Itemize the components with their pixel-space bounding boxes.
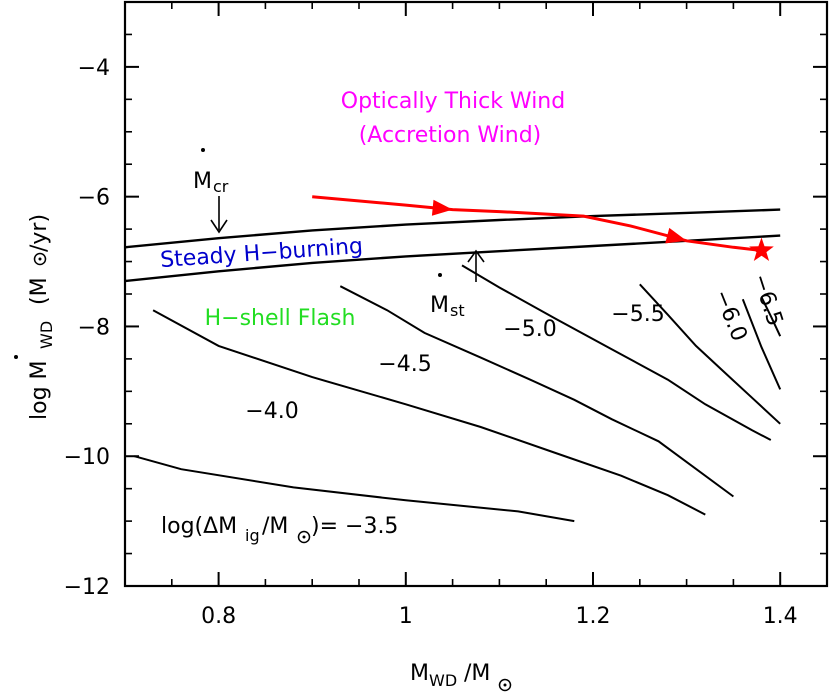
svg-text:WD: WD bbox=[37, 321, 56, 349]
mdot-cr-annotation: M cr bbox=[193, 148, 229, 234]
contour-line bbox=[152, 309, 706, 516]
contour-label-minus-4-0: −4.0 bbox=[245, 399, 298, 424]
svg-text:log(ΔM: log(ΔM bbox=[161, 514, 237, 539]
svg-text:M: M bbox=[410, 661, 429, 686]
x-tick-label: 1.4 bbox=[763, 604, 798, 629]
contour-label-minus-5-5: −5.5 bbox=[611, 302, 664, 327]
contour-label-minus-4-5: −4.5 bbox=[378, 352, 431, 377]
track-arrow bbox=[665, 227, 687, 244]
svg-text:cr: cr bbox=[213, 177, 229, 196]
legend-label: log(ΔM ig /M )= −3.5 bbox=[161, 514, 398, 545]
y-tick-label: −8 bbox=[78, 315, 110, 340]
shell-flash-label: H−shell Flash bbox=[205, 306, 356, 331]
svg-text:st: st bbox=[450, 301, 465, 320]
contour-label-minus-5-0: −5.0 bbox=[503, 317, 556, 342]
x-tick-label: 0.8 bbox=[201, 604, 236, 629]
svg-text:log M: log M bbox=[27, 360, 52, 420]
star-marker bbox=[749, 237, 774, 261]
axis-ticks: 0.8 1 1.2 1.4 −4 −6 −8 −10 −12 bbox=[64, 1, 828, 629]
contour-label-minus-6-5: −6.5 bbox=[747, 271, 787, 330]
svg-text:/M: /M bbox=[464, 661, 490, 686]
y-tick-label: −6 bbox=[78, 186, 110, 211]
y-tick-label: −4 bbox=[78, 56, 110, 81]
svg-text:)= −3.5: )= −3.5 bbox=[311, 514, 398, 539]
evolution-track bbox=[312, 195, 762, 252]
contour-line bbox=[741, 298, 782, 390]
svg-text:/M: /M bbox=[262, 514, 288, 539]
contour-label-minus-6-0: −6.0 bbox=[708, 286, 751, 345]
svg-text:ig: ig bbox=[245, 526, 260, 545]
contour-line bbox=[134, 455, 575, 523]
x-tick-label: 1 bbox=[399, 604, 413, 629]
y-tick-label: −10 bbox=[64, 445, 110, 470]
svg-text:/yr): /yr) bbox=[27, 214, 52, 252]
x-axis-title: M WD /M bbox=[410, 661, 512, 692]
wind-region-label: Optically Thick Wind bbox=[341, 89, 565, 114]
plot-frame bbox=[123, 0, 829, 588]
contour-line bbox=[461, 264, 772, 441]
mdot-st-annotation: M st bbox=[430, 249, 485, 320]
y-tick-label: −12 bbox=[64, 575, 110, 600]
boundary-line bbox=[124, 208, 781, 249]
svg-text:(M: (M bbox=[27, 277, 52, 305]
contour-line bbox=[639, 283, 781, 425]
x-tick-label: 1.2 bbox=[576, 604, 611, 629]
svg-text:WD: WD bbox=[429, 671, 457, 690]
track-arrow bbox=[431, 199, 453, 216]
contour-line bbox=[339, 285, 734, 498]
svg-text:M: M bbox=[193, 169, 212, 194]
curve-layer bbox=[124, 195, 782, 523]
wind-region-label-2: (Accretion Wind) bbox=[359, 123, 542, 148]
svg-text:M: M bbox=[430, 293, 449, 318]
y-axis-title: log M WD (M /yr) bbox=[14, 214, 56, 420]
contour-line bbox=[760, 296, 782, 337]
